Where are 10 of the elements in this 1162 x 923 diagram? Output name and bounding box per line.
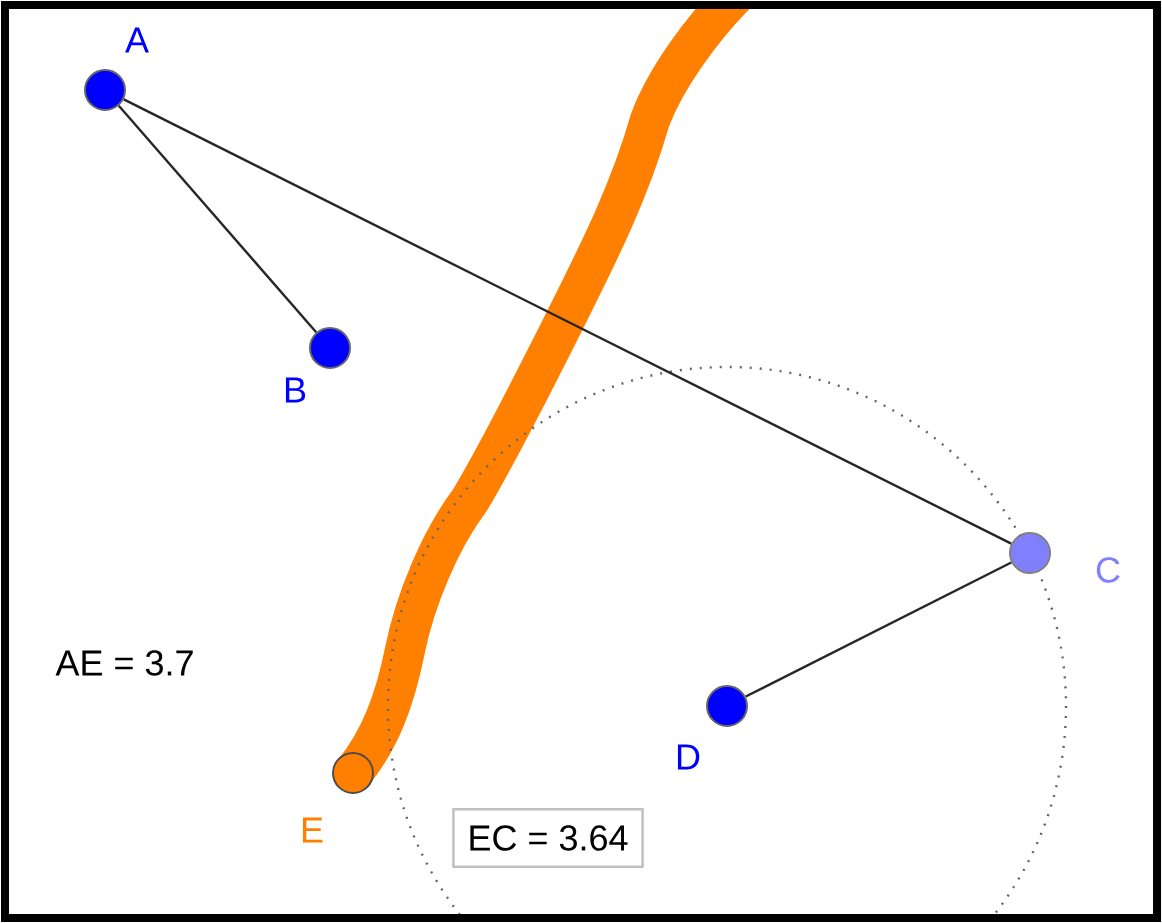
point-label: D (677, 744, 700, 770)
line-segment (117, 105, 318, 333)
line-segment (123, 98, 1012, 545)
point-label: E (302, 817, 323, 843)
line-segment (745, 561, 1012, 698)
point-label: A (125, 27, 149, 53)
value-box: EC = 3.64 (452, 808, 644, 868)
point-label: B (285, 377, 306, 403)
point-label: C (1096, 557, 1120, 583)
measurement-text: AE = 3.7 (55, 650, 193, 676)
